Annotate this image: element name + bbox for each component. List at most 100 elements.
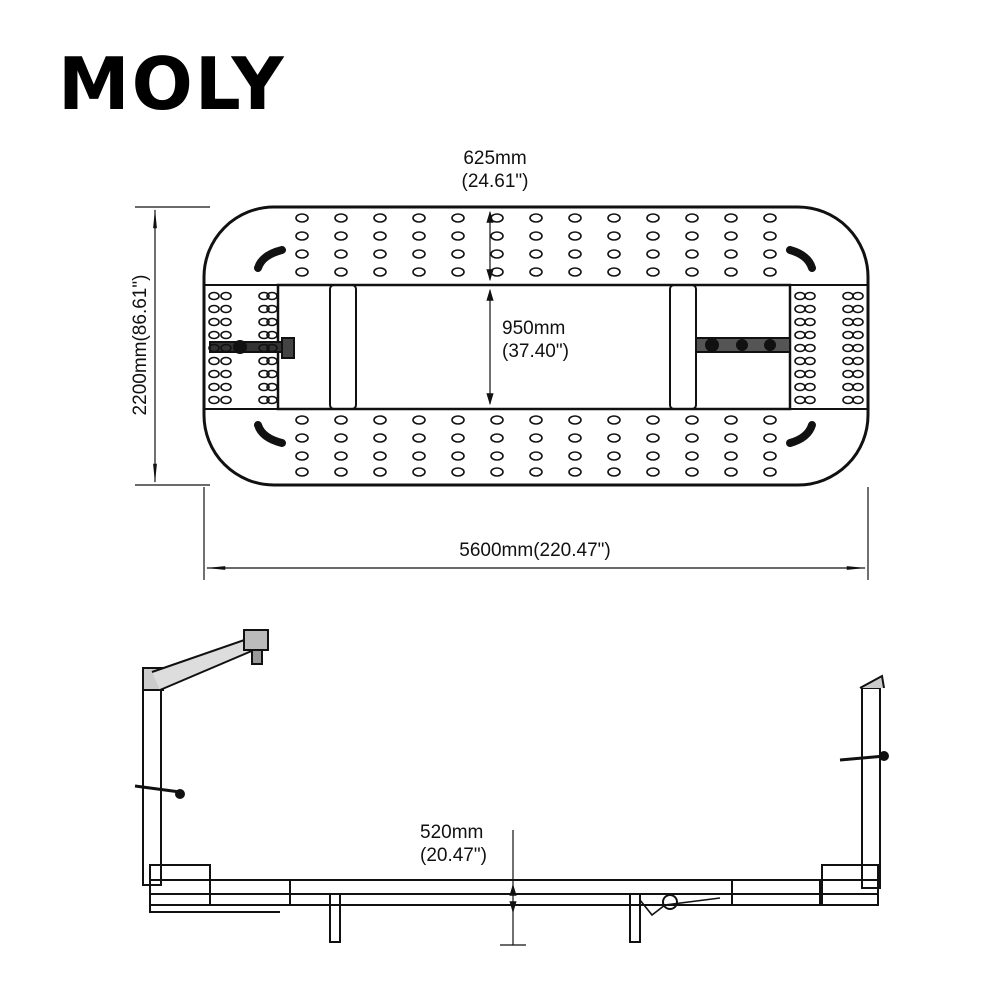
- mounting-hole: [490, 249, 504, 259]
- cross-beam-left: [329, 284, 357, 410]
- mounting-hole: [266, 356, 278, 366]
- deck: [149, 879, 879, 895]
- mounting-hole: [607, 451, 621, 461]
- mounting-hole: [412, 451, 426, 461]
- mounting-hole: [220, 304, 232, 314]
- mounting-hole: [794, 395, 806, 405]
- dim-channel-width-inch: (37.40"): [502, 340, 569, 362]
- mounting-hole: [685, 415, 699, 425]
- mounting-hole: [568, 231, 582, 241]
- mounting-hole: [258, 356, 270, 366]
- mounting-hole: [568, 451, 582, 461]
- mounting-hole: [373, 433, 387, 443]
- clamp-right: [695, 337, 791, 353]
- mounting-hole: [208, 330, 220, 340]
- mounting-hole: [373, 451, 387, 461]
- mounting-hole: [607, 467, 621, 477]
- mounting-hole: [266, 317, 278, 327]
- mounting-hole: [529, 267, 543, 277]
- mounting-hole: [266, 330, 278, 340]
- mounting-hole: [451, 433, 465, 443]
- mounting-hole: [804, 291, 816, 301]
- mounting-hole: [646, 415, 660, 425]
- mounting-hole: [842, 317, 854, 327]
- mounting-hole: [763, 267, 777, 277]
- mounting-hole: [842, 343, 854, 353]
- bench-outline: [202, 205, 870, 487]
- mounting-hole: [529, 213, 543, 223]
- mounting-hole: [685, 267, 699, 277]
- mounting-hole: [724, 467, 738, 477]
- mounting-hole: [646, 467, 660, 477]
- mounting-hole: [794, 343, 806, 353]
- mounting-hole: [208, 343, 220, 353]
- mounting-hole: [295, 451, 309, 461]
- leg-left: [329, 893, 341, 943]
- mounting-hole: [794, 369, 806, 379]
- mounting-hole: [373, 267, 387, 277]
- mounting-hole: [208, 395, 220, 405]
- dim-height: 520mm (20.47"): [420, 822, 487, 868]
- dimension-lines-side: [500, 830, 526, 946]
- cross-beam-right: [669, 284, 697, 410]
- mounting-hole: [258, 317, 270, 327]
- mounting-hole: [334, 433, 348, 443]
- mounting-hole: [490, 433, 504, 443]
- mounting-hole: [804, 343, 816, 353]
- mounting-hole: [412, 249, 426, 259]
- mounting-hole: [334, 415, 348, 425]
- mounting-hole: [607, 267, 621, 277]
- mounting-hole: [412, 433, 426, 443]
- mounting-hole: [451, 267, 465, 277]
- dim-height-mm: 520mm: [420, 822, 484, 843]
- mounting-hole: [258, 330, 270, 340]
- mounting-hole: [295, 433, 309, 443]
- mounting-hole: [258, 304, 270, 314]
- mounting-hole: [763, 467, 777, 477]
- dim-height-inch: (20.47"): [420, 844, 487, 866]
- mounting-hole: [794, 317, 806, 327]
- dim-top-width: 625mm (24.61"): [440, 148, 550, 194]
- dim-top-width-inch: (24.61"): [461, 170, 529, 192]
- mounting-hole: [804, 369, 816, 379]
- mounting-hole: [258, 291, 270, 301]
- mounting-hole: [607, 231, 621, 241]
- mounting-hole: [852, 317, 864, 327]
- mounting-hole: [804, 395, 816, 405]
- mounting-hole: [568, 433, 582, 443]
- mounting-hole: [220, 291, 232, 301]
- mounting-hole: [568, 415, 582, 425]
- mounting-hole: [451, 231, 465, 241]
- mounting-hole: [607, 249, 621, 259]
- mounting-hole: [373, 231, 387, 241]
- mounting-hole: [412, 231, 426, 241]
- mounting-hole: [295, 467, 309, 477]
- dim-channel-width: 950mm (37.40"): [502, 318, 569, 364]
- mounting-hole: [373, 249, 387, 259]
- mounting-hole: [334, 267, 348, 277]
- mounting-hole: [568, 267, 582, 277]
- mounting-hole: [490, 467, 504, 477]
- mounting-hole: [842, 291, 854, 301]
- mounting-hole: [208, 356, 220, 366]
- mounting-hole: [295, 231, 309, 241]
- mounting-hole: [490, 451, 504, 461]
- mounting-hole: [804, 304, 816, 314]
- dim-top-width-mm: 625mm: [463, 148, 527, 169]
- mounting-hole: [763, 451, 777, 461]
- mounting-hole: [842, 395, 854, 405]
- mounting-hole: [842, 356, 854, 366]
- mounting-hole: [266, 382, 278, 392]
- mounting-hole: [220, 343, 232, 353]
- mounting-hole: [208, 382, 220, 392]
- mounting-hole: [607, 213, 621, 223]
- mounting-holes: [208, 213, 864, 477]
- tower-right: [821, 674, 889, 906]
- mounting-hole: [451, 249, 465, 259]
- mounting-hole: [220, 330, 232, 340]
- mounting-hole: [842, 304, 854, 314]
- mounting-hole: [373, 467, 387, 477]
- mounting-hole: [794, 330, 806, 340]
- leg-right: [629, 893, 641, 943]
- mounting-hole: [804, 356, 816, 366]
